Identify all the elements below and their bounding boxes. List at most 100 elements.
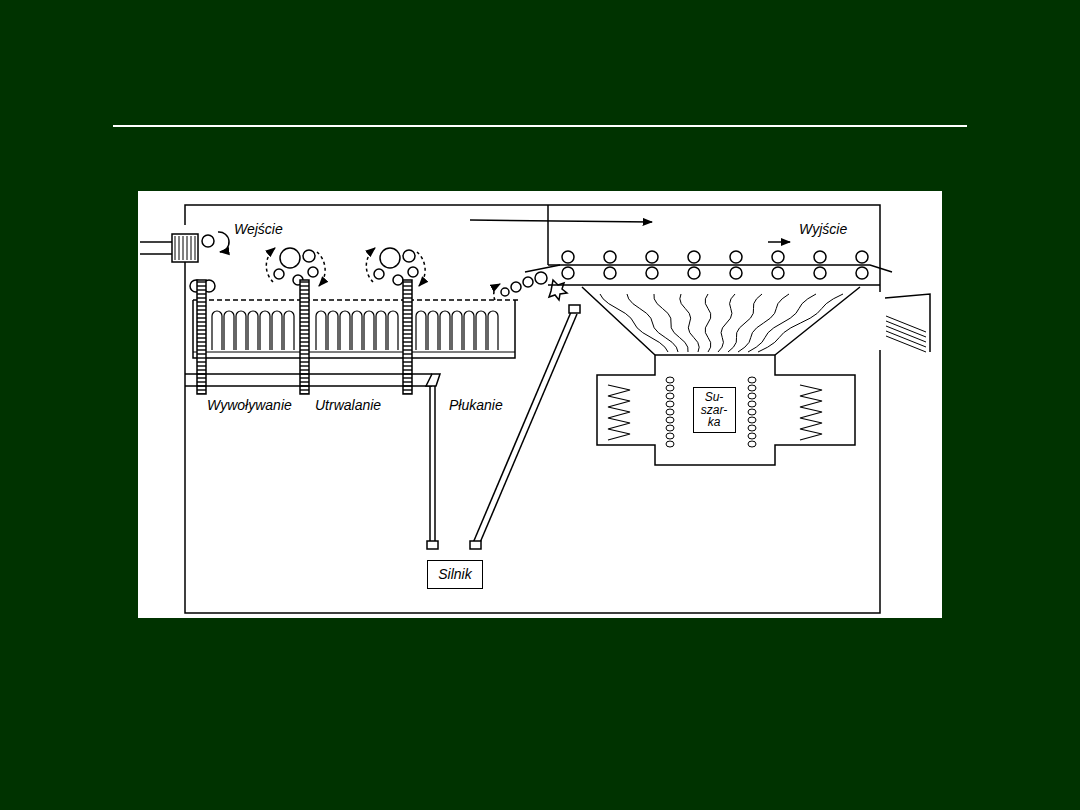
fan-blade xyxy=(748,441,756,447)
fan-blade xyxy=(748,385,756,391)
film-loop xyxy=(212,311,222,350)
hot-air-flow xyxy=(728,294,762,352)
liquid-level xyxy=(193,299,520,301)
dryer-housing xyxy=(597,355,855,465)
film-loop xyxy=(376,311,386,350)
vertical-shaft xyxy=(434,386,436,541)
dryer-roller xyxy=(646,251,658,263)
film-loop xyxy=(440,311,450,350)
hot-air-flow xyxy=(600,294,668,352)
hot-air-flow xyxy=(705,294,710,352)
stage-label: Utrwalanie xyxy=(313,397,383,413)
dryer-hood xyxy=(582,287,860,355)
node-text: Su- szar- ka xyxy=(700,391,729,429)
rotation-arrow xyxy=(494,284,500,300)
drive-shaft xyxy=(185,385,432,387)
entry-spring-housing xyxy=(172,234,198,262)
dryer-roller xyxy=(814,251,826,263)
film-loop xyxy=(416,311,426,350)
dryer-roller xyxy=(814,267,826,279)
spring-coil xyxy=(187,236,188,260)
dryer-box: Su- szar- ka xyxy=(693,387,736,433)
fan-blade xyxy=(666,433,674,439)
entry-roller xyxy=(202,235,214,247)
guide-roller xyxy=(280,248,300,268)
fan-blade xyxy=(748,401,756,407)
section-wall xyxy=(547,205,549,265)
film-loop xyxy=(352,311,362,350)
tray-sheet xyxy=(886,316,926,332)
guide-roller xyxy=(303,250,315,262)
spring-coil xyxy=(191,236,192,260)
spring-coil xyxy=(175,236,176,260)
fan-blade xyxy=(666,425,674,431)
hot-air-flow xyxy=(748,294,816,352)
node-text: Silnik xyxy=(437,566,473,583)
direction-arrow xyxy=(470,220,652,222)
hot-air-flow xyxy=(654,294,688,352)
exit-label: Wyjście xyxy=(797,221,849,237)
fan-blade xyxy=(666,409,674,415)
gear-shaft xyxy=(300,280,309,394)
vertical-shaft xyxy=(429,386,431,541)
tray-sheet xyxy=(886,321,926,337)
bevel-gear xyxy=(426,374,440,386)
transfer-roller xyxy=(501,288,509,296)
film-loop xyxy=(260,311,270,350)
transfer-roller xyxy=(511,282,521,292)
guide-roller xyxy=(393,275,403,285)
heater-coil xyxy=(800,385,822,440)
guide-roller xyxy=(403,250,415,262)
film-loop xyxy=(248,311,258,350)
machine-housing xyxy=(185,205,880,613)
hot-air-flow xyxy=(680,294,699,352)
rotation-arrow xyxy=(317,252,325,286)
rotation-arrow xyxy=(218,232,229,252)
film-loop xyxy=(476,311,486,350)
dryer-roller xyxy=(730,251,742,263)
diagonal-shaft xyxy=(473,312,571,543)
entry-label: Wejście xyxy=(232,221,285,237)
dryer-roller xyxy=(856,251,868,263)
transfer-roller xyxy=(523,277,533,287)
fan-blade xyxy=(666,401,674,407)
sprocket xyxy=(549,280,567,300)
film-loop xyxy=(488,311,498,350)
drive-shaft xyxy=(185,373,432,375)
film-loop xyxy=(364,311,374,350)
entry-shaft xyxy=(140,241,172,243)
entry-shaft xyxy=(140,253,172,255)
dryer-roller xyxy=(562,267,574,279)
hot-air-flow xyxy=(758,294,843,352)
title-rule xyxy=(113,125,967,127)
fan-blade xyxy=(748,433,756,439)
guide-roller xyxy=(380,248,400,268)
heater-coil xyxy=(608,385,630,440)
guide-roller xyxy=(374,269,384,279)
hot-air-flow xyxy=(718,294,735,352)
dryer-roller xyxy=(688,267,700,279)
tray-sheet xyxy=(886,331,926,347)
fan-blade xyxy=(748,377,756,383)
stage-label: Wywoływanie xyxy=(205,397,294,413)
tray-sheet xyxy=(886,326,926,342)
fan-blade xyxy=(666,393,674,399)
fan-blade xyxy=(748,409,756,415)
dryer-roller xyxy=(604,251,616,263)
hot-air-flow xyxy=(627,294,678,352)
dryer-roller xyxy=(772,251,784,263)
gear-shaft xyxy=(197,280,206,394)
fan-blade xyxy=(748,393,756,399)
diagonal-shaft xyxy=(479,314,577,545)
dryer-roller xyxy=(772,267,784,279)
fan-blade xyxy=(666,385,674,391)
dryer-roller xyxy=(646,267,658,279)
rotation-arrow xyxy=(366,248,375,282)
dryer-roller xyxy=(604,267,616,279)
film-loop xyxy=(272,311,282,350)
fan-blade xyxy=(748,425,756,431)
film-loop xyxy=(388,311,398,350)
stage-label: Płukanie xyxy=(447,397,505,413)
